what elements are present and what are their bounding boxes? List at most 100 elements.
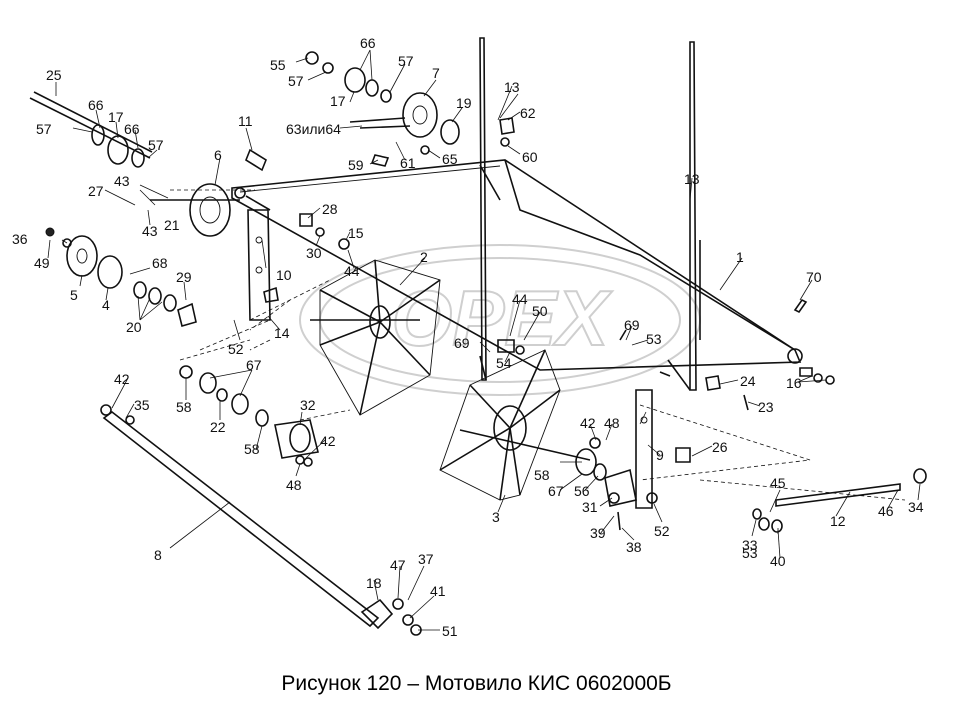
callout-33: 33 bbox=[742, 537, 758, 553]
callout-65: 65 bbox=[442, 151, 458, 167]
callout-66c: 66 bbox=[360, 35, 376, 51]
callout-42a: 42 bbox=[114, 371, 130, 387]
callout-63-or-64: 63или64 bbox=[286, 121, 341, 137]
callout-3: 3 bbox=[492, 509, 500, 525]
callout-70: 70 bbox=[806, 269, 822, 285]
callout-43a: 43 bbox=[114, 173, 130, 189]
callout-28: 28 bbox=[322, 201, 338, 217]
callout-50: 50 bbox=[532, 303, 548, 319]
callout-41: 41 bbox=[430, 583, 446, 599]
callout-38: 38 bbox=[626, 539, 642, 555]
left-reel-spider bbox=[310, 259, 441, 416]
callout-26: 26 bbox=[712, 439, 728, 455]
callout-14: 14 bbox=[274, 325, 290, 341]
callout-45: 45 bbox=[770, 475, 786, 491]
callout-55: 55 bbox=[270, 57, 286, 73]
left-sprocket bbox=[66, 235, 197, 327]
callout-25: 25 bbox=[46, 67, 62, 83]
callout-23: 23 bbox=[758, 399, 774, 415]
callout-27: 27 bbox=[88, 183, 104, 199]
bracket-9 bbox=[604, 389, 653, 509]
reel-frame bbox=[231, 159, 803, 371]
callout-12: 12 bbox=[830, 513, 846, 529]
callout-48a: 48 bbox=[286, 477, 302, 493]
callout-43b: 43 bbox=[142, 223, 158, 239]
callout-13a: 13 bbox=[504, 79, 520, 95]
callout-11: 11 bbox=[238, 113, 253, 129]
callout-57b: 57 bbox=[148, 137, 164, 153]
callout-54: 54 bbox=[496, 355, 512, 371]
left-shaft-assembly bbox=[29, 91, 255, 237]
hardware-pieces bbox=[45, 117, 835, 636]
callout-34: 34 bbox=[908, 499, 924, 515]
callout-21: 21 bbox=[164, 217, 180, 233]
callout-53a: 53 bbox=[646, 331, 662, 347]
callout-52b: 52 bbox=[654, 523, 670, 539]
leader-lines bbox=[47, 49, 921, 631]
callout-13b: 13 bbox=[684, 171, 700, 187]
upper-sprocket-group bbox=[305, 51, 460, 145]
callout-49: 49 bbox=[34, 255, 50, 271]
exploded-parts-drawing: OPEX bbox=[12, 35, 927, 639]
callout-58b: 58 bbox=[244, 441, 260, 457]
callout-40: 40 bbox=[770, 553, 786, 569]
callout-39: 39 bbox=[590, 525, 606, 541]
callout-labels: 1 2 3 4 5 6 7 8 9 10 11 12 13 13 14 15 1… bbox=[12, 35, 924, 639]
assembly-guides bbox=[179, 279, 906, 501]
callout-35: 35 bbox=[134, 397, 150, 413]
callout-59: 59 bbox=[348, 157, 364, 173]
callout-8: 8 bbox=[154, 547, 162, 563]
callout-68: 68 bbox=[152, 255, 168, 271]
callout-24: 24 bbox=[740, 373, 756, 389]
callout-53b: 53 bbox=[742, 545, 758, 561]
callout-69b: 69 bbox=[624, 317, 640, 333]
callout-51: 51 bbox=[442, 623, 458, 639]
callout-6: 6 bbox=[214, 147, 222, 163]
callout-57c: 57 bbox=[288, 73, 304, 89]
callout-52a: 52 bbox=[228, 341, 244, 357]
callout-60: 60 bbox=[522, 149, 538, 165]
callout-29: 29 bbox=[176, 269, 192, 285]
lower-rail bbox=[100, 404, 394, 630]
callout-17b: 17 bbox=[330, 93, 346, 109]
callout-20: 20 bbox=[126, 319, 142, 335]
callout-5: 5 bbox=[70, 287, 78, 303]
callout-67b: 67 bbox=[548, 483, 564, 499]
callout-44b: 44 bbox=[512, 291, 528, 307]
figure-caption: Рисунок 120 – Мотовило КИС 0602000Б bbox=[281, 672, 672, 695]
callout-57a: 57 bbox=[36, 121, 52, 137]
callout-46: 46 bbox=[878, 503, 894, 519]
callout-16: 16 bbox=[786, 375, 802, 391]
callout-44a: 44 bbox=[344, 263, 360, 279]
callout-42c: 42 bbox=[580, 415, 596, 431]
callout-9: 9 bbox=[656, 447, 664, 463]
callout-15: 15 bbox=[348, 225, 364, 241]
callout-7: 7 bbox=[432, 65, 440, 81]
callout-32: 32 bbox=[300, 397, 316, 413]
callout-61: 61 bbox=[400, 155, 416, 171]
cross-rod bbox=[752, 468, 927, 533]
callout-66b: 66 bbox=[124, 121, 140, 137]
callout-30: 30 bbox=[306, 245, 322, 261]
callout-31: 31 bbox=[582, 499, 598, 515]
callout-58c: 58 bbox=[534, 467, 550, 483]
callout-69a: 69 bbox=[454, 335, 470, 351]
right-reel-spider bbox=[439, 349, 591, 501]
callout-22: 22 bbox=[210, 419, 226, 435]
callout-57d: 57 bbox=[398, 53, 414, 69]
callout-67a: 67 bbox=[246, 357, 262, 373]
callout-58a: 58 bbox=[176, 399, 192, 415]
callout-48b: 48 bbox=[604, 415, 620, 431]
callout-37: 37 bbox=[418, 551, 434, 567]
callout-47: 47 bbox=[390, 557, 406, 573]
callout-4: 4 bbox=[102, 297, 110, 313]
callout-1: 1 bbox=[736, 249, 744, 265]
callout-66a: 66 bbox=[88, 97, 104, 113]
callout-18: 18 bbox=[366, 575, 382, 591]
callout-62: 62 bbox=[520, 105, 536, 121]
bracket-10 bbox=[245, 195, 271, 321]
callout-19: 19 bbox=[456, 95, 472, 111]
callout-2: 2 bbox=[420, 249, 428, 265]
callout-10: 10 bbox=[276, 267, 292, 283]
callout-36: 36 bbox=[12, 231, 28, 247]
